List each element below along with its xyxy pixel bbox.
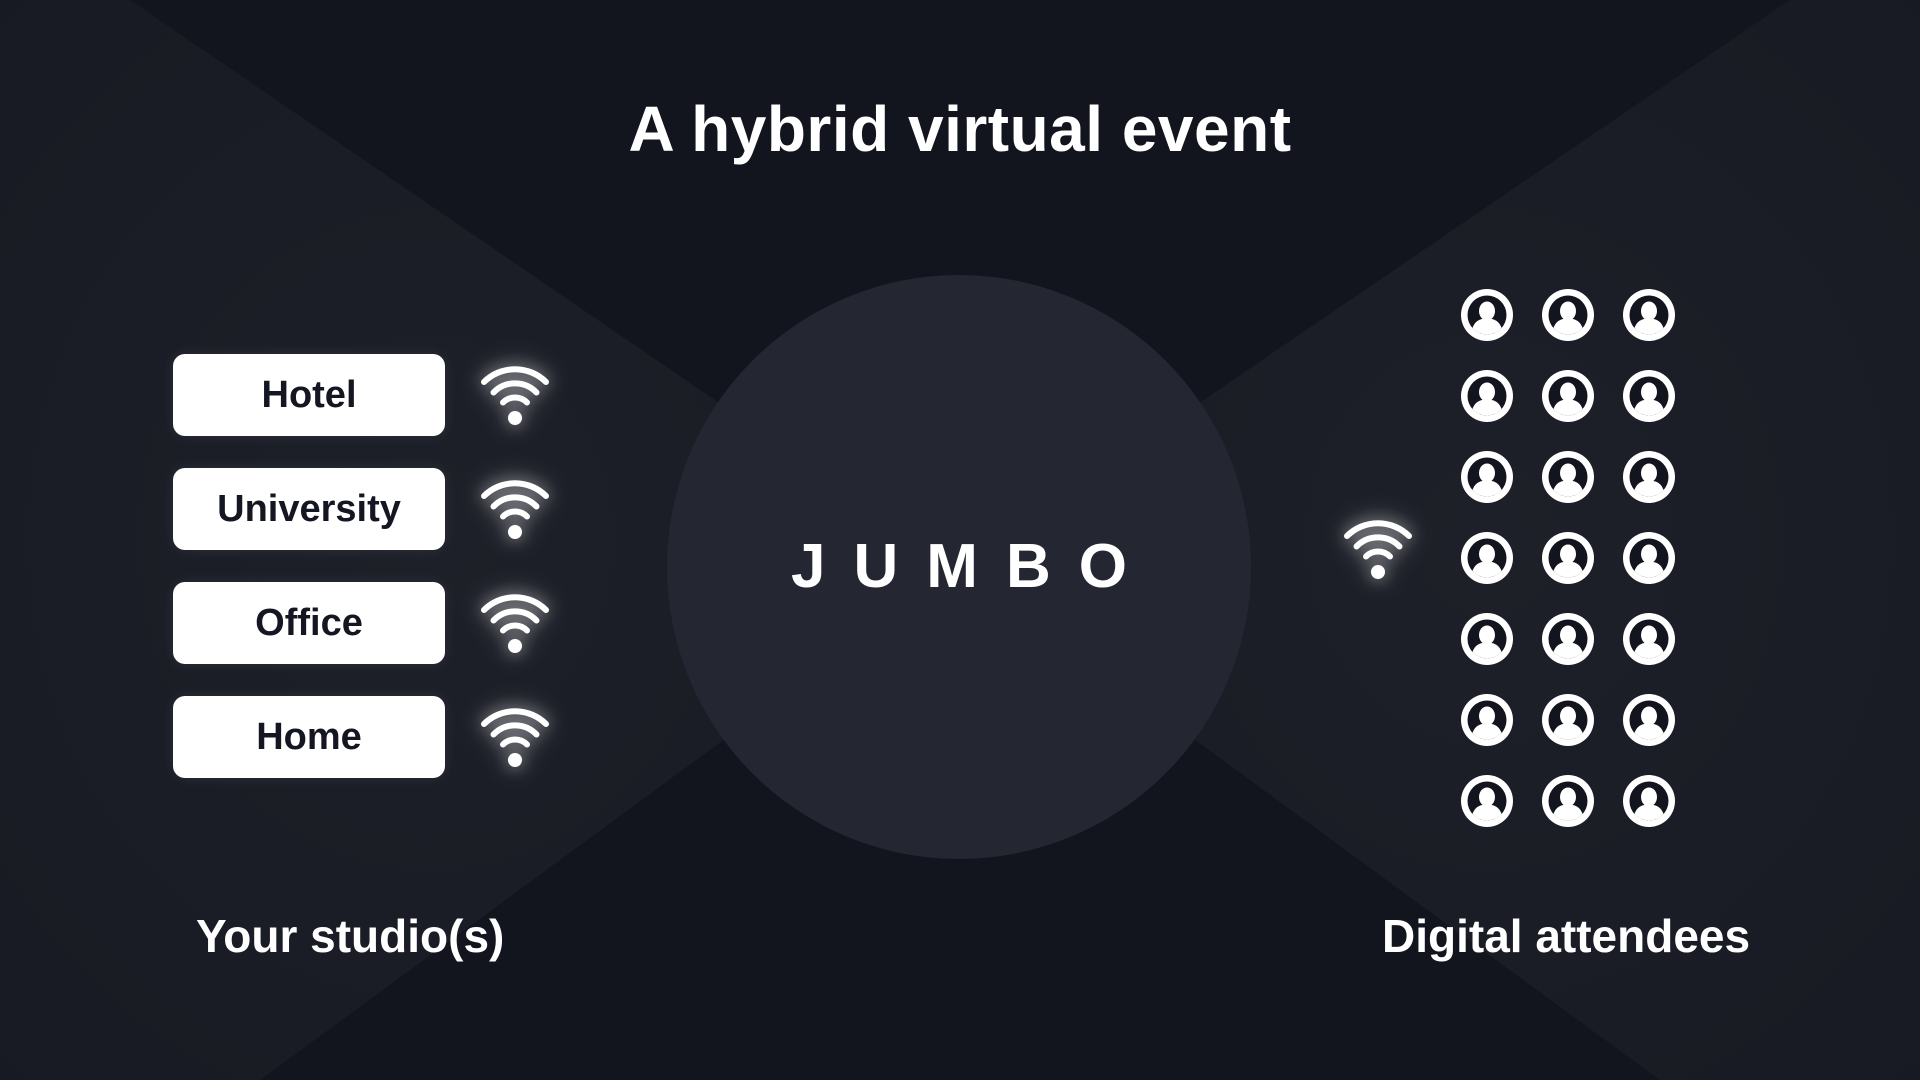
attendees-caption: Digital attendees	[1382, 910, 1751, 962]
user-icon	[1542, 289, 1594, 341]
user-icon	[1623, 532, 1675, 584]
user-icon	[1623, 613, 1675, 665]
user-icon	[1542, 532, 1594, 584]
studio-item-office: Office	[173, 582, 553, 664]
user-icon	[1623, 451, 1675, 503]
studios-caption: Your studio(s)	[196, 910, 505, 962]
user-icon	[1542, 451, 1594, 503]
user-icon	[1542, 613, 1594, 665]
user-icon	[1461, 370, 1513, 422]
studio-item-university: University	[173, 468, 553, 550]
studio-label: Hotel	[173, 354, 445, 436]
user-icon	[1542, 775, 1594, 827]
wifi-icon	[1344, 520, 1412, 579]
studio-item-home: Home	[173, 696, 553, 778]
studio-label: Office	[173, 582, 445, 664]
user-icon	[1623, 370, 1675, 422]
user-icon	[1623, 694, 1675, 746]
user-icon	[1461, 613, 1513, 665]
jumbo-hub: JUMBO	[667, 275, 1251, 859]
page-title: A hybrid virtual event	[628, 93, 1292, 165]
studio-label: University	[173, 468, 445, 550]
user-icon	[1623, 775, 1675, 827]
user-icon	[1461, 289, 1513, 341]
user-icon	[1623, 289, 1675, 341]
studio-label: Home	[173, 696, 445, 778]
wifi-icon	[481, 594, 549, 653]
user-icon	[1461, 451, 1513, 503]
left-ray	[0, 0, 959, 1080]
user-icon	[1461, 775, 1513, 827]
user-icon	[1542, 370, 1594, 422]
wifi-icon	[481, 480, 549, 539]
user-icon	[1542, 694, 1594, 746]
hub-label: JUMBO	[791, 531, 1155, 601]
studio-item-hotel: Hotel	[173, 354, 553, 436]
attendee-grid	[1461, 289, 1675, 827]
wifi-icon	[481, 708, 549, 767]
user-icon	[1461, 532, 1513, 584]
right-ray	[959, 0, 1920, 1080]
wifi-icon	[481, 366, 549, 425]
user-icon	[1461, 694, 1513, 746]
